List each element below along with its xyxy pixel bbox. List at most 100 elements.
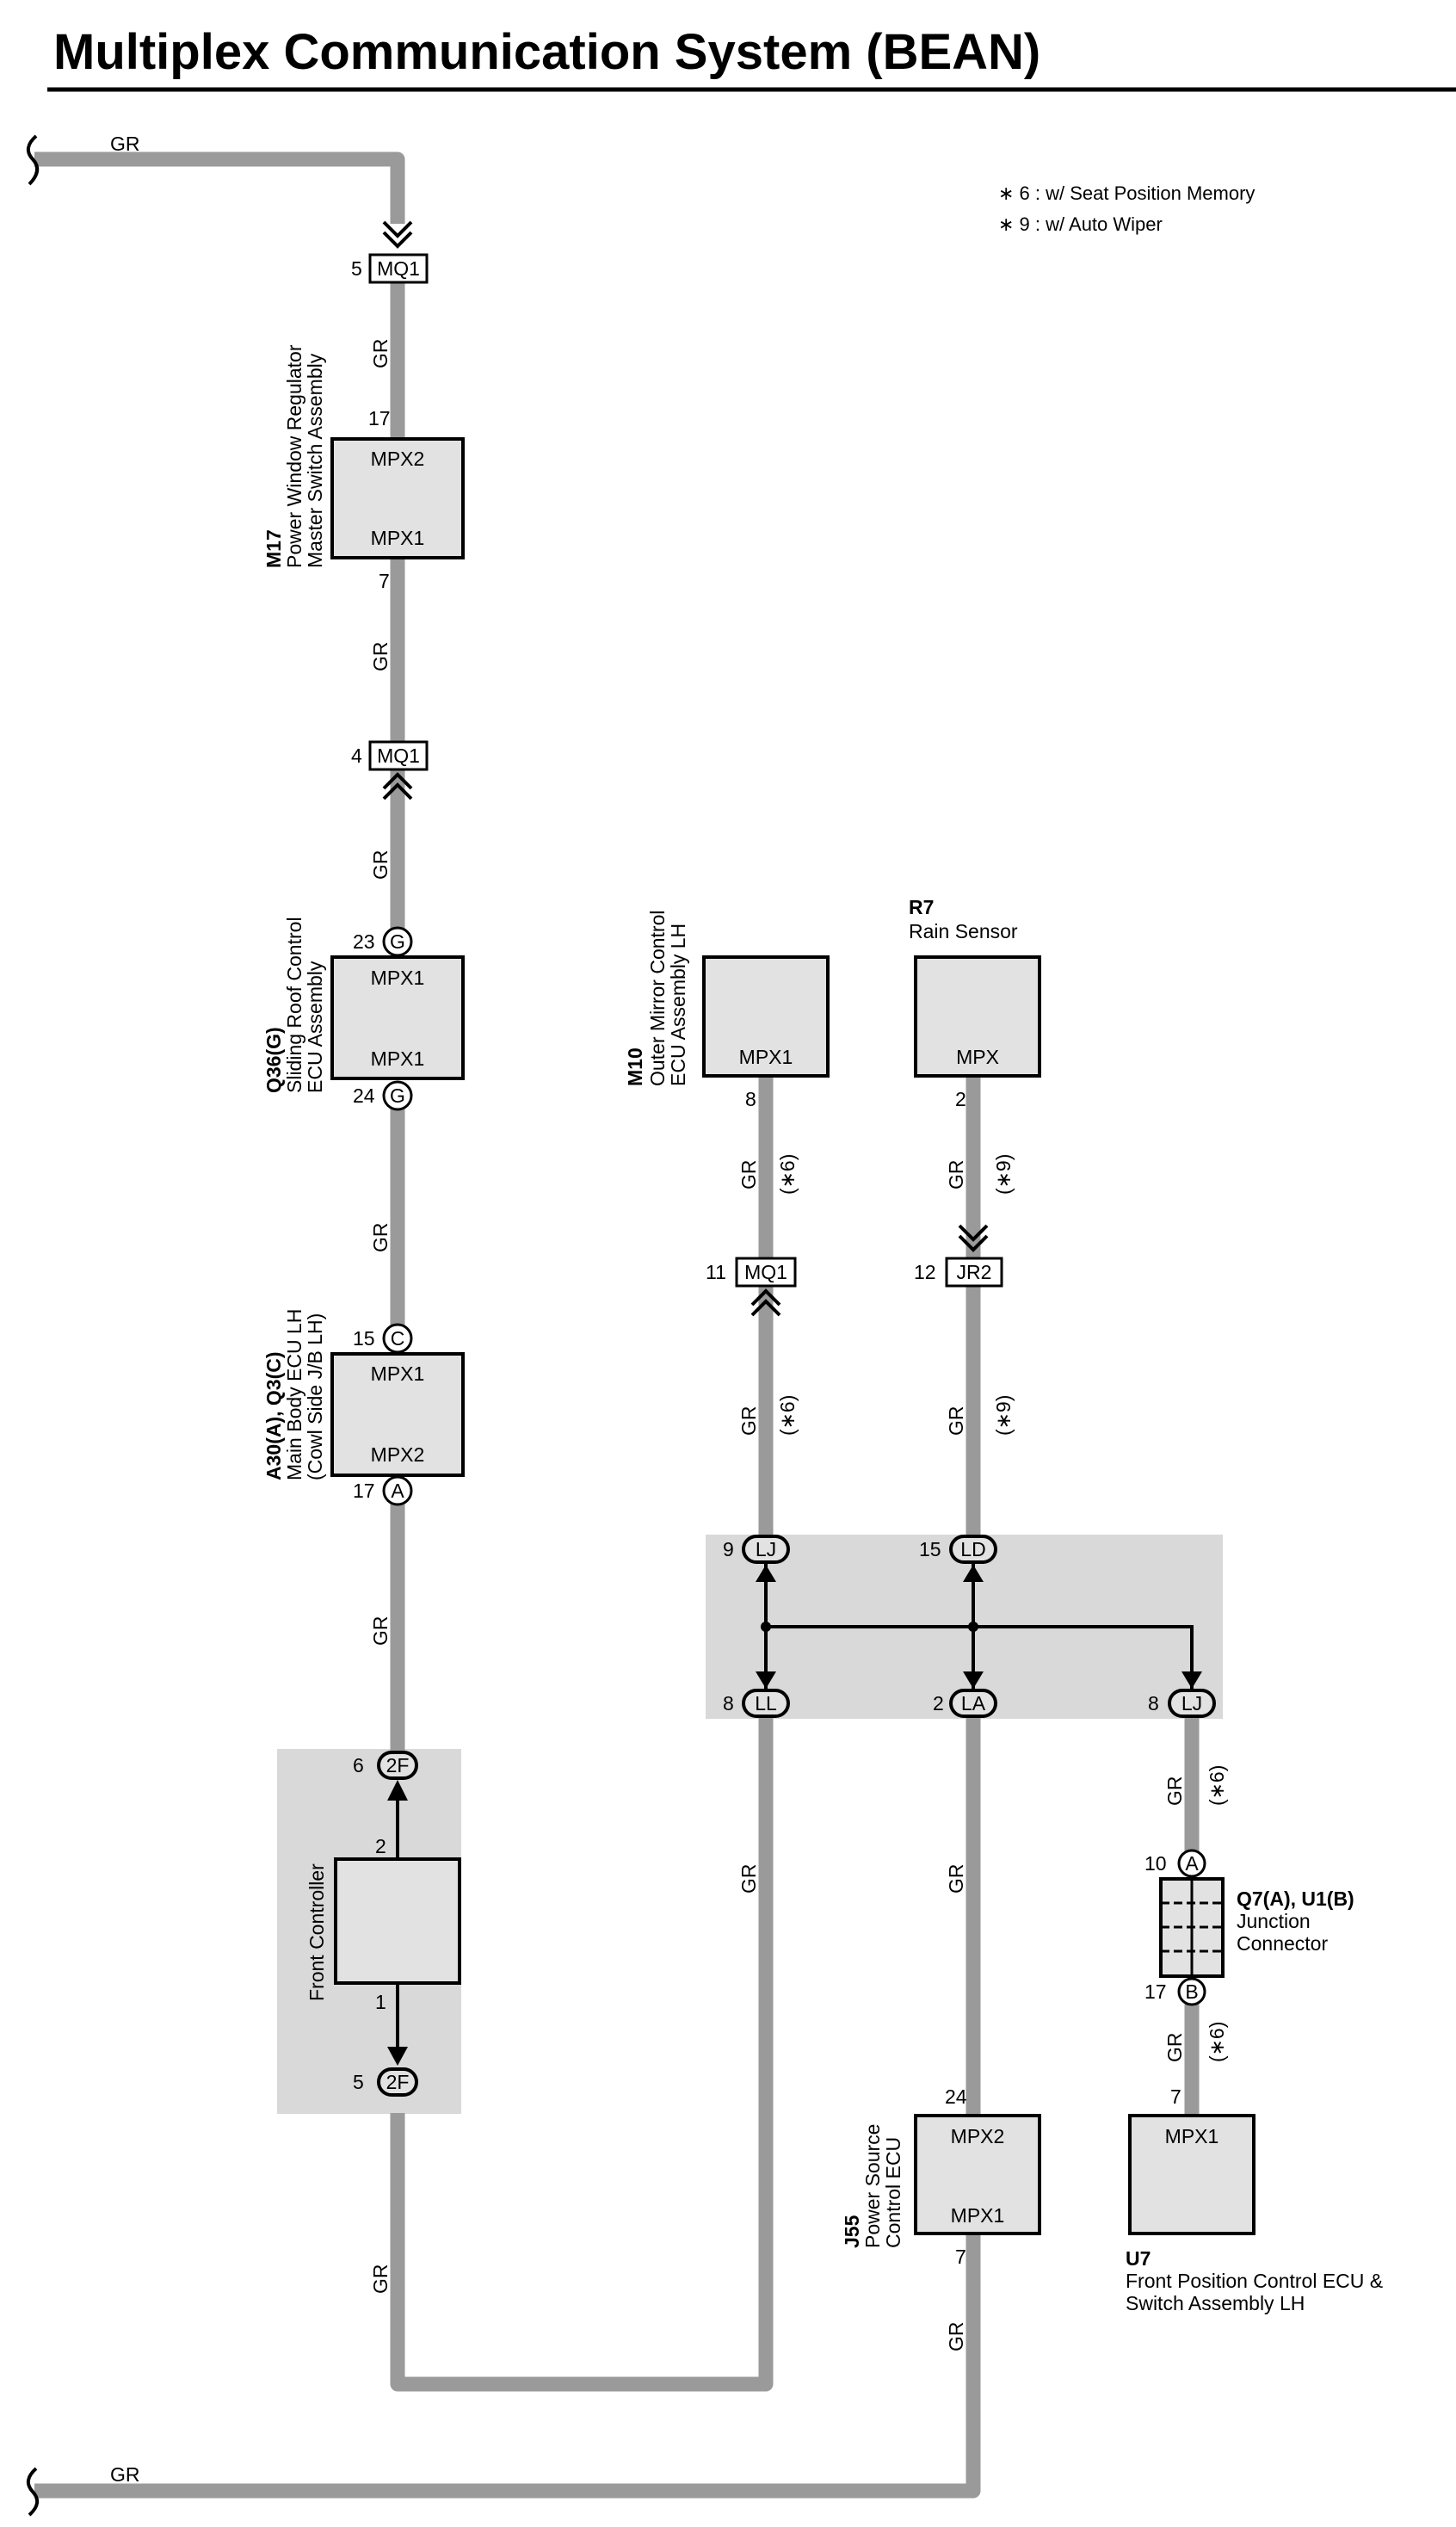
connector-mq1-a-pin: 5 xyxy=(351,257,362,280)
jb-connector-ld xyxy=(949,1535,997,1564)
jb-connector-la xyxy=(949,1689,997,1718)
u7-front-position-ecu xyxy=(1128,2114,1255,2235)
jb-splice xyxy=(968,1622,978,1632)
front-controller-connector-top xyxy=(377,1751,418,1780)
q7-code: Q7(A), U1(B) xyxy=(1237,1888,1354,1910)
front-controller-name: Front Controller xyxy=(305,1863,328,2001)
arrow-up-icon xyxy=(387,1780,408,1801)
chevron-up-icon xyxy=(750,1288,781,1317)
option-6-mark: (∗6) xyxy=(1206,2022,1228,2062)
m17-name-1: Power Window Regulator xyxy=(283,344,305,568)
chevron-up-icon xyxy=(382,772,413,800)
arrow-down-icon xyxy=(387,2047,408,2066)
wire-label-gr: GR xyxy=(369,339,392,369)
option-6-mark: (∗6) xyxy=(1206,1765,1228,1806)
front-controller-connector-bottom-label: 2F xyxy=(386,2071,410,2093)
a30-main-body-ecu xyxy=(330,1352,465,1477)
jb-connector-ll-pin: 8 xyxy=(723,1692,734,1715)
option-9-mark: (∗9) xyxy=(992,1154,1015,1195)
m17-code: M17 xyxy=(262,529,285,568)
wire-label-gr: GR xyxy=(945,2322,967,2352)
arrow-down-icon xyxy=(963,1671,984,1689)
wire-top xyxy=(34,151,405,224)
jb-connector-la-pin: 2 xyxy=(933,1692,944,1715)
q36-pin-bottom: 24 xyxy=(353,1084,375,1107)
a30-top-label: MPX1 xyxy=(371,1362,425,1385)
jb-connector-la-label: LA xyxy=(961,1692,986,1715)
q7-connector-top xyxy=(1177,1849,1206,1878)
wire-label-gr: GR xyxy=(945,1160,967,1190)
front-controller-connector-bottom-pin: 5 xyxy=(353,2071,364,2093)
u7-label: MPX1 xyxy=(1165,2125,1219,2147)
wire-label-gr: GR xyxy=(369,2264,392,2295)
connector-mq1-c-pin: 11 xyxy=(706,1261,726,1283)
front-controller-pin-top: 2 xyxy=(375,1835,386,1857)
jb-bus-line xyxy=(766,1625,1194,1690)
q36-connector-top-label: G xyxy=(390,930,405,953)
q36-name-2: ECU Assembly xyxy=(304,961,326,1093)
j55-bottom-label: MPX1 xyxy=(951,2204,1005,2227)
q36-pin-top: 23 xyxy=(353,930,375,953)
option-6-mark: (∗6) xyxy=(776,1395,799,1436)
a30-connector-top xyxy=(382,1323,413,1354)
j55-top-label: MPX2 xyxy=(951,2125,1005,2147)
wire-label-gr: GR xyxy=(945,1864,967,1894)
q36-sliding-roof-ecu xyxy=(330,955,465,1080)
front-controller-connector-top-label: 2F xyxy=(386,1754,410,1776)
jb-connector-lj-bottom-label: LJ xyxy=(1181,1692,1202,1715)
wire-label-gr: GR xyxy=(369,850,392,880)
a30-connector-bottom-label: A xyxy=(391,1480,404,1502)
q7-pin-top: 10 xyxy=(1144,1852,1167,1875)
a30-pin-bottom: 17 xyxy=(353,1480,375,1502)
r7-label: MPX xyxy=(956,1046,999,1068)
arrow-up-icon xyxy=(963,1565,984,1582)
q7-name-2: Connector xyxy=(1237,1932,1328,1955)
jb-connector-lj-top-label: LJ xyxy=(756,1538,776,1560)
m10-outer-mirror-ecu xyxy=(702,955,830,1078)
u7-name-1: Front Position Control ECU & xyxy=(1126,2270,1383,2292)
wire-label-gr: GR xyxy=(737,1160,760,1190)
option-6-mark: (∗6) xyxy=(776,1154,799,1195)
jb-connector-lj-top xyxy=(742,1535,790,1564)
connector-mq1-b xyxy=(368,740,429,771)
a30-pin-top: 15 xyxy=(353,1327,375,1350)
j55-pin-top: 24 xyxy=(945,2085,967,2108)
r7-code: R7 xyxy=(909,896,934,918)
front-controller-pin-bottom: 1 xyxy=(375,1991,386,2013)
j55-power-source-ecu xyxy=(914,2114,1041,2235)
connector-mq1-b-label: MQ1 xyxy=(377,745,420,767)
wire-label-gr: GR xyxy=(1163,1776,1186,1807)
note-9: ∗ 9 : w/ Auto Wiper xyxy=(998,213,1163,235)
jb-connector-lj-bottom xyxy=(1168,1689,1216,1718)
wire-bottom-loop xyxy=(390,1715,774,2392)
m17-power-window-master-switch xyxy=(330,437,465,559)
note-6: ∗ 6 : w/ Seat Position Memory xyxy=(998,182,1255,204)
a30-connector-top-label: C xyxy=(391,1327,405,1350)
q36-connector-top xyxy=(382,926,413,957)
front-controller xyxy=(334,1857,461,1985)
q7-connector-bottom xyxy=(1177,1977,1206,2006)
q7-connector-top-label: A xyxy=(1185,1852,1199,1875)
connector-mq1-c xyxy=(735,1257,797,1288)
m10-code: M10 xyxy=(624,1047,646,1086)
option-9-mark: (∗9) xyxy=(992,1395,1015,1436)
a30-name-1: Main Body ECU LH xyxy=(283,1309,305,1480)
wire-label-gr: GR xyxy=(369,1616,392,1647)
connector-jr2-label: JR2 xyxy=(957,1261,992,1283)
m17-pin-bottom: 7 xyxy=(379,570,390,592)
wire-label-gr: GR xyxy=(369,642,392,672)
wire-label-gr: GR xyxy=(737,1864,760,1894)
u7-name-2: Switch Assembly LH xyxy=(1126,2292,1305,2314)
wire-bottom xyxy=(34,2234,981,2499)
q7-name-1: Junction xyxy=(1237,1910,1311,1932)
jb-connector-ll xyxy=(742,1689,790,1718)
chevron-down-icon xyxy=(958,1224,989,1252)
q36-code: Q36(G) xyxy=(262,1027,285,1093)
u7-pin: 7 xyxy=(1170,2085,1181,2108)
wire-label-bottom: GR xyxy=(110,2463,140,2486)
q36-bottom-label: MPX1 xyxy=(371,1047,425,1070)
m10-pin: 8 xyxy=(745,1088,756,1110)
q7-pin-bottom: 17 xyxy=(1144,1980,1167,2003)
j55-name-1: Power Source xyxy=(861,2124,884,2248)
q7-connector-bottom-label: B xyxy=(1185,1980,1198,2003)
